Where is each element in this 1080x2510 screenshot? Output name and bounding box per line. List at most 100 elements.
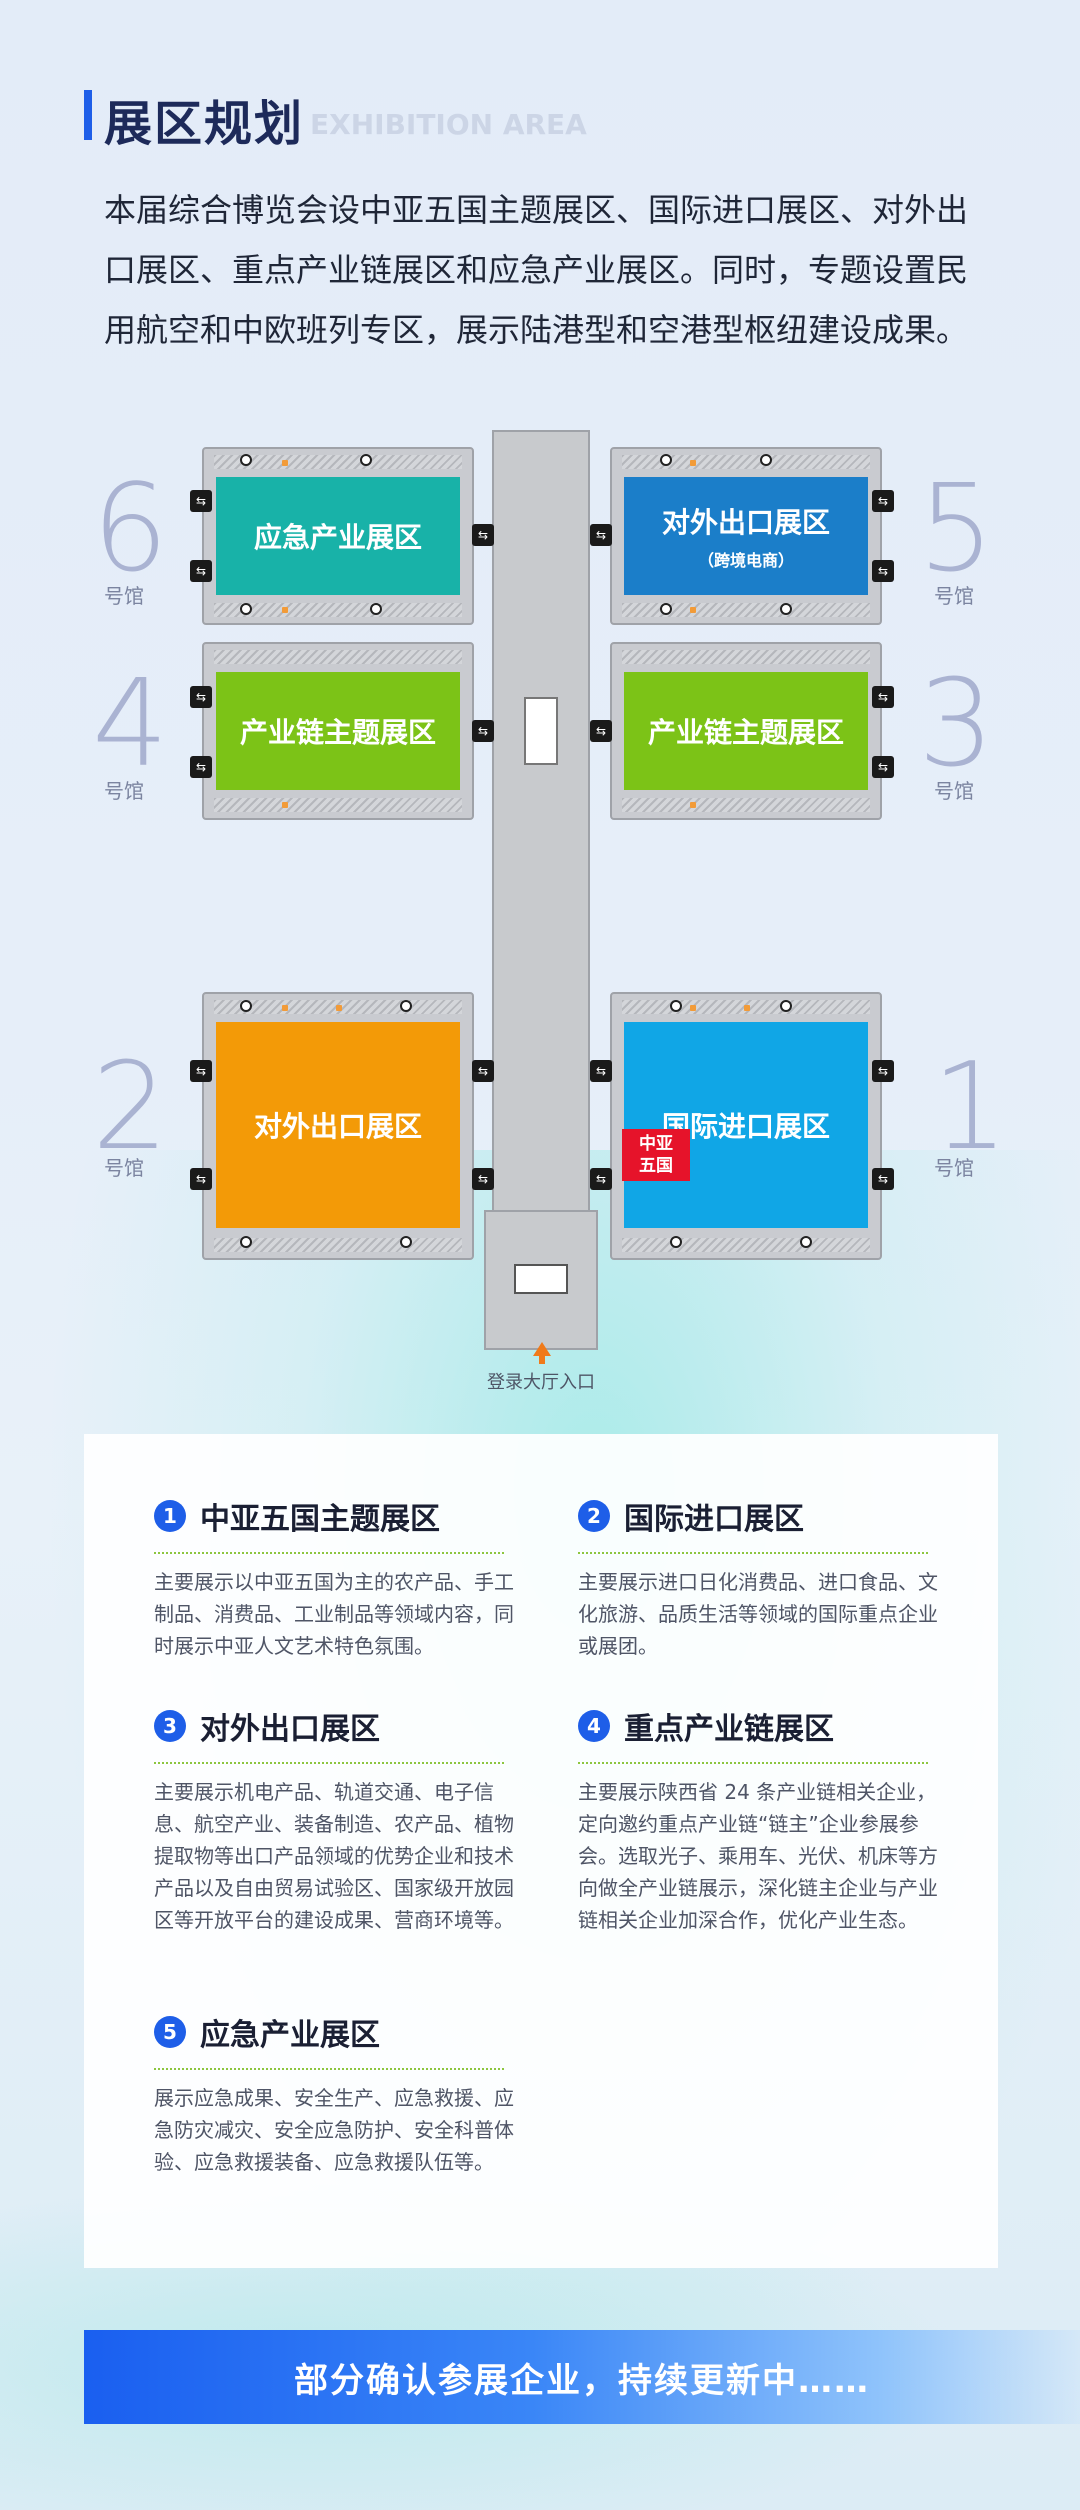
divider (154, 1762, 504, 1764)
hall-4-zone[interactable]: 产业链主题展区 (216, 672, 460, 790)
door-icon: ⇆ (190, 686, 212, 708)
exit-marker (690, 607, 696, 613)
section-2-heading: 2 国际进口展区 (578, 1494, 804, 1538)
marker-icon (240, 603, 252, 615)
section-3-number-icon: 3 (154, 1710, 186, 1742)
hall-5-zone[interactable]: 对外出口展区 （跨境电商） (624, 477, 868, 595)
section-1-heading: 1 中亚五国主题展区 (154, 1494, 440, 1538)
hall-5-label: 号馆 (934, 584, 974, 608)
section-1-title: 中亚五国主题展区 (200, 1502, 440, 1537)
section-5-body: 展示应急成果、安全生产、应急救援、应急防灾减灾、安全应急防护、安全科普体验、应急… (154, 2086, 514, 2174)
door-icon: ⇆ (190, 560, 212, 582)
exit-marker (282, 802, 288, 808)
hall-3-zone[interactable]: 产业链主题展区 (624, 672, 868, 790)
section-1-body: 主要展示以中亚五国为主的农产品、手工制品、消费品、工业制品等领域内容，同时展示中… (154, 1570, 514, 1658)
exit-marker (282, 460, 288, 466)
exit-marker (282, 1005, 288, 1011)
marker-icon (760, 454, 772, 466)
door-icon: ⇆ (190, 756, 212, 778)
intro-text: 本届综合博览会设中亚五国主题展区、国际进口展区、对外出口展区、重点产业链展区和应… (104, 191, 969, 349)
exit-marker (690, 1005, 696, 1011)
page-title: 展区规划 (104, 96, 305, 152)
door-icon: ⇆ (872, 560, 894, 582)
hall-1-number: 1 (932, 1038, 1009, 1177)
section-3-body: 主要展示机电产品、轨道交通、电子信息、航空产业、装备制造、农产品、植物提取物等出… (154, 1780, 514, 1932)
exit-marker (690, 802, 696, 808)
central-asia-badge: 中亚 五国 (622, 1129, 690, 1181)
door-icon: ⇆ (472, 1060, 494, 1082)
description-card (84, 1434, 998, 2268)
door-icon: ⇆ (472, 524, 494, 546)
door-icon: ⇆ (872, 490, 894, 512)
title-accent-bar (84, 90, 92, 140)
hall-5-zone-sub: （跨境电商） (697, 551, 794, 570)
hall-4-label: 号馆 (104, 779, 144, 803)
hall-3-number: 3 (918, 655, 995, 794)
marker-icon (370, 603, 382, 615)
update-banner[interactable]: 部分确认参展企业，持续更新中…… (84, 2330, 1080, 2424)
marker-icon (360, 454, 372, 466)
marker-icon (780, 1000, 792, 1012)
marker-icon (400, 1236, 412, 1248)
hall-4-number: 4 (92, 655, 169, 794)
divider (578, 1762, 928, 1764)
hall-6-number: 6 (92, 460, 169, 599)
section-4-heading: 4 重点产业链展区 (578, 1704, 834, 1748)
marker-icon (670, 1000, 682, 1012)
section-1-number-icon: 1 (154, 1500, 186, 1532)
reception-desk (514, 1264, 568, 1294)
marker-icon (240, 1000, 252, 1012)
door-icon: ⇆ (590, 720, 612, 742)
marker-icon (400, 1000, 412, 1012)
marker-icon (240, 454, 252, 466)
door-icon: ⇆ (590, 1168, 612, 1190)
door-icon: ⇆ (190, 1168, 212, 1190)
page-title-en: EXHIBITION AREA (310, 108, 587, 141)
section-4-title: 重点产业链展区 (624, 1712, 834, 1747)
section-3-title: 对外出口展区 (200, 1712, 380, 1747)
section-2-body: 主要展示进口日化消费品、进口食品、文化旅游、品质生活等领域的国际重点企业或展团。 (578, 1570, 938, 1658)
entrance-arrow-icon (533, 1342, 551, 1356)
exit-marker (690, 460, 696, 466)
marker-icon (240, 1236, 252, 1248)
door-icon: ⇆ (472, 1168, 494, 1190)
entrance-label: 登录大厅入口 (487, 1372, 595, 1393)
hall-2-zone[interactable]: 对外出口展区 (216, 1022, 460, 1228)
hall-4-zone-label: 产业链主题展区 (239, 716, 436, 749)
hall-1-zone[interactable]: 国际进口展区 (624, 1022, 868, 1228)
central-corridor (492, 430, 590, 1230)
door-icon: ⇆ (872, 1168, 894, 1190)
door-icon: ⇆ (872, 1060, 894, 1082)
door-icon: ⇆ (590, 524, 612, 546)
section-5-heading: 5 应急产业展区 (154, 2010, 380, 2054)
corridor-pillar (524, 697, 558, 765)
section-2-title: 国际进口展区 (624, 1502, 804, 1537)
section-3-heading: 3 对外出口展区 (154, 1704, 380, 1748)
entrance-arrow-stem (539, 1354, 545, 1364)
hall-6-label: 号馆 (104, 584, 144, 608)
marker-icon (800, 1236, 812, 1248)
divider (154, 1552, 504, 1554)
door-icon: ⇆ (190, 490, 212, 512)
hall-5-zone-label: 对外出口展区 (661, 506, 830, 539)
section-2-number-icon: 2 (578, 1500, 610, 1532)
hall-5-number: 5 (918, 460, 995, 599)
marker-icon (660, 454, 672, 466)
exit-marker (282, 607, 288, 613)
hall-1-label: 号馆 (934, 1156, 974, 1180)
hall-2-label: 号馆 (104, 1156, 144, 1180)
hall-2-zone-label: 对外出口展区 (253, 1110, 422, 1143)
exit-marker (744, 1005, 750, 1011)
marker-icon (780, 603, 792, 615)
exit-marker (336, 1005, 342, 1011)
marker-icon (670, 1236, 682, 1248)
divider (578, 1552, 928, 1554)
section-5-title: 应急产业展区 (200, 2018, 380, 2053)
hall-2-number: 2 (92, 1038, 169, 1177)
hall-3-label: 号馆 (934, 779, 974, 803)
hall-6-zone[interactable]: 应急产业展区 (216, 477, 460, 595)
hall-3-zone-label: 产业链主题展区 (647, 716, 844, 749)
hall-6-zone-label: 应急产业展区 (253, 521, 422, 554)
door-icon: ⇆ (472, 720, 494, 742)
door-icon: ⇆ (872, 756, 894, 778)
